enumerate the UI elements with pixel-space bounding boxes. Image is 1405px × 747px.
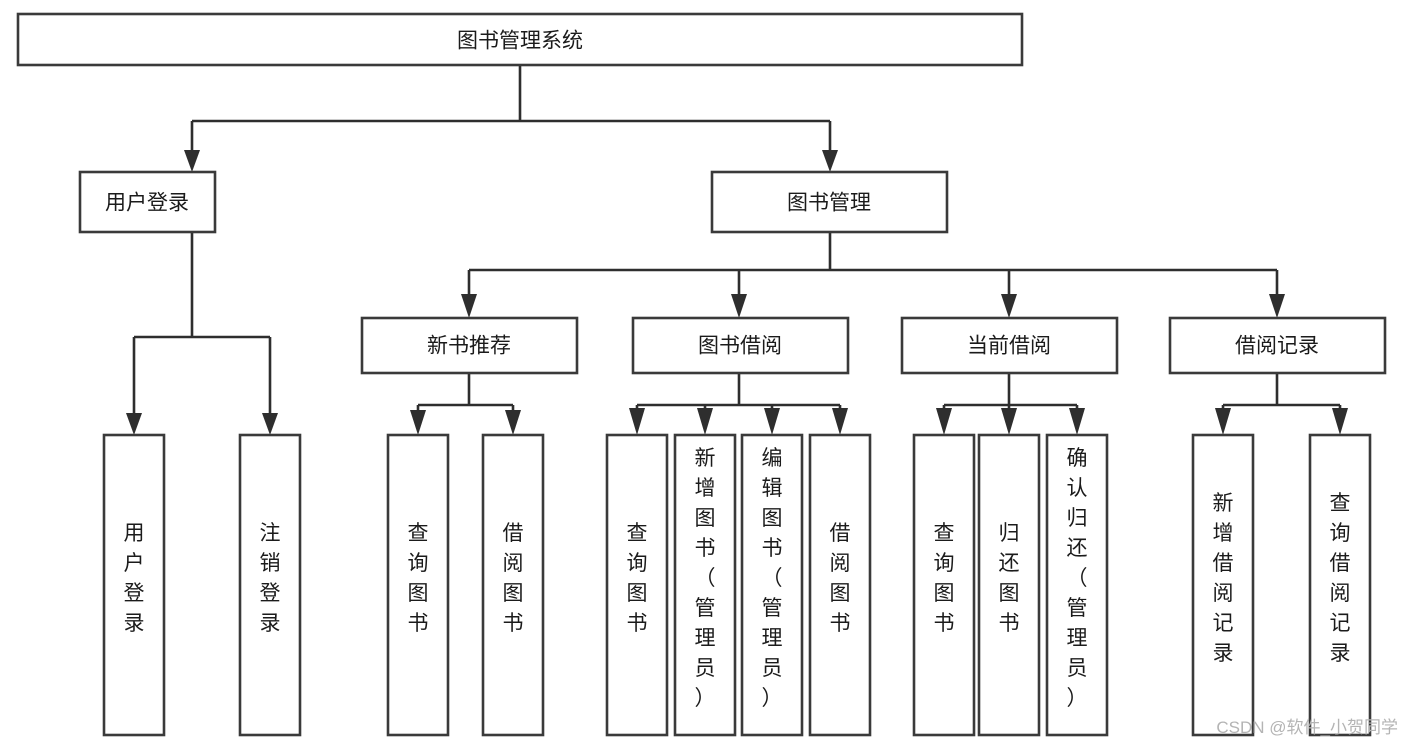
node-new-book-recommend-label: 新书推荐 xyxy=(427,335,511,358)
node-leaf-return-book[interactable]: 归还图书 xyxy=(977,433,1041,737)
node-leaf-return-book-box[interactable] xyxy=(977,433,1041,737)
node-leaf-query-record-label: 查询借阅记录 xyxy=(1330,492,1351,665)
node-leaf-user-logout-box[interactable] xyxy=(238,433,302,737)
node-current-borrow-label: 当前借阅 xyxy=(967,335,1051,358)
node-leaf-confirm-return-box[interactable] xyxy=(1045,433,1109,737)
node-leaf-user-login-box[interactable] xyxy=(102,433,166,737)
arrow-head-icon xyxy=(764,408,780,435)
node-leaf-add-book-box[interactable] xyxy=(673,433,737,737)
node-current-borrow[interactable]: 当前借阅 xyxy=(900,316,1119,375)
arrow-head-icon xyxy=(1332,408,1348,435)
connector-group-root xyxy=(184,65,838,172)
node-leaf-query-book-2-label: 查询图书 xyxy=(627,522,648,635)
node-leaf-add-record-box[interactable] xyxy=(1191,433,1255,737)
node-leaf-confirm-return-label: 确认归还（管理员） xyxy=(1067,447,1088,710)
node-book-management-label: 图书管理 xyxy=(787,192,871,215)
arrow-head-icon xyxy=(1001,294,1017,318)
node-leaf-query-record[interactable]: 查询借阅记录 xyxy=(1308,433,1372,737)
node-borrow-record-label: 借阅记录 xyxy=(1235,335,1319,358)
node-leaf-query-book-2[interactable]: 查询图书 xyxy=(605,433,669,737)
connector-group-current-borrow xyxy=(936,373,1085,435)
node-leaf-borrow-book-1[interactable]: 借阅图书 xyxy=(481,433,545,737)
node-root-box[interactable] xyxy=(16,12,1024,67)
node-new-book-recommend[interactable]: 新书推荐 xyxy=(360,316,579,375)
node-leaf-borrow-book-2[interactable]: 借阅图书 xyxy=(808,433,872,737)
arrow-head-icon xyxy=(1069,408,1085,435)
arrow-head-icon xyxy=(505,410,521,435)
node-root-label: 图书管理系统 xyxy=(457,30,583,53)
node-book-borrow[interactable]: 图书借阅 xyxy=(631,316,850,375)
node-leaf-user-logout-label: 注销登录 xyxy=(260,522,281,635)
arrow-head-icon xyxy=(697,408,713,435)
node-new-book-recommend-box[interactable] xyxy=(360,316,579,375)
csdn-watermark: CSDN @软件_小贺同学 xyxy=(1216,718,1398,737)
arrow-head-icon xyxy=(936,408,952,435)
node-leaf-borrow-book-2-label: 借阅图书 xyxy=(830,522,851,635)
node-leaf-edit-book-box[interactable] xyxy=(740,433,804,737)
arrow-head-icon xyxy=(1215,408,1231,435)
connector-group-user-login xyxy=(126,232,278,435)
node-borrow-record-box[interactable] xyxy=(1168,316,1387,375)
node-leaf-borrow-book-1-label: 借阅图书 xyxy=(503,522,524,635)
arrow-head-icon xyxy=(1269,294,1285,318)
node-leaf-add-record-label: 新增借阅记录 xyxy=(1213,492,1234,665)
node-book-management-box[interactable] xyxy=(710,170,949,234)
arrow-head-icon xyxy=(832,408,848,435)
arrow-head-icon xyxy=(822,150,838,172)
node-root[interactable]: 图书管理系统 xyxy=(16,12,1024,67)
arrow-head-icon xyxy=(184,150,200,172)
node-leaf-edit-book[interactable]: 编辑图书（管理员） xyxy=(740,433,804,737)
node-leaf-borrow-book-2-box[interactable] xyxy=(808,433,872,737)
node-book-management[interactable]: 图书管理 xyxy=(710,170,949,234)
node-leaf-query-record-box[interactable] xyxy=(1308,433,1372,737)
connector-group-borrow-record xyxy=(1215,373,1348,435)
node-leaf-query-book-3-box[interactable] xyxy=(912,433,976,737)
node-leaf-query-book-1-box[interactable] xyxy=(386,433,450,737)
node-leaf-query-book-1-label: 查询图书 xyxy=(408,522,429,635)
node-leaf-query-book-3-label: 查询图书 xyxy=(934,522,955,635)
node-leaf-user-login-label: 用户登录 xyxy=(124,522,145,635)
node-user-login[interactable]: 用户登录 xyxy=(78,170,217,234)
node-leaf-borrow-book-1-box[interactable] xyxy=(481,433,545,737)
arrow-head-icon xyxy=(731,294,747,318)
node-book-borrow-box[interactable] xyxy=(631,316,850,375)
arrow-head-icon xyxy=(262,413,278,435)
connector-group-book-borrow xyxy=(629,373,848,435)
arrow-head-icon xyxy=(629,408,645,435)
node-user-login-box[interactable] xyxy=(78,170,217,234)
node-user-login-label: 用户登录 xyxy=(105,192,189,215)
connector-group-new-book-recommend xyxy=(410,373,521,435)
node-leaf-query-book-1[interactable]: 查询图书 xyxy=(386,433,450,737)
node-leaf-add-book[interactable]: 新增图书（管理员） xyxy=(673,433,737,737)
arrow-head-icon xyxy=(461,294,477,318)
node-book-borrow-label: 图书借阅 xyxy=(698,335,782,358)
node-leaf-user-logout[interactable]: 注销登录 xyxy=(238,433,302,737)
node-leaf-add-record[interactable]: 新增借阅记录 xyxy=(1191,433,1255,737)
node-current-borrow-box[interactable] xyxy=(900,316,1119,375)
node-leaf-confirm-return[interactable]: 确认归还（管理员） xyxy=(1045,433,1109,737)
node-leaf-user-login[interactable]: 用户登录 xyxy=(102,433,166,737)
connector-group-book-management xyxy=(461,232,1285,318)
node-leaf-query-book-3[interactable]: 查询图书 xyxy=(912,433,976,737)
arrow-head-icon xyxy=(1001,408,1017,435)
node-leaf-edit-book-label: 编辑图书（管理员） xyxy=(762,447,783,710)
arrow-head-icon xyxy=(410,410,426,435)
node-leaf-return-book-label: 归还图书 xyxy=(999,522,1020,635)
arrow-head-icon xyxy=(126,413,142,435)
node-leaf-query-book-2-box[interactable] xyxy=(605,433,669,737)
node-borrow-record[interactable]: 借阅记录 xyxy=(1168,316,1387,375)
node-leaf-add-book-label: 新增图书（管理员） xyxy=(695,447,716,710)
